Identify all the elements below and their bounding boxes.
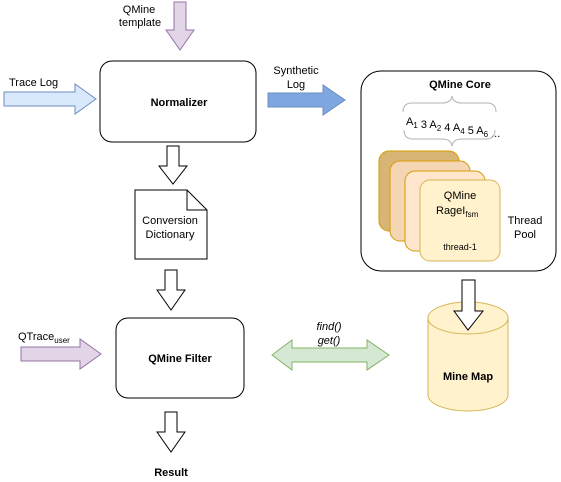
conversion-dictionary-line2: Dictionary bbox=[146, 229, 195, 241]
synthetic-log-arrow bbox=[267, 84, 346, 116]
template-input-arrow bbox=[165, 1, 195, 51]
sequence-token: A bbox=[429, 119, 437, 131]
template-label-line1: QMine bbox=[123, 4, 155, 16]
sequence-token: 3 bbox=[418, 119, 430, 131]
qmine-core-title: QMine Core bbox=[429, 79, 491, 91]
qtrace-arrow bbox=[20, 338, 102, 370]
method-get: get() bbox=[318, 335, 341, 347]
sequence-subscript: 4 bbox=[460, 127, 465, 136]
mine-map-cylinder bbox=[427, 318, 509, 412]
template-label-line2: template bbox=[119, 17, 161, 29]
worker-card-front bbox=[419, 179, 501, 262]
normalizer-label: Normalizer bbox=[151, 97, 209, 109]
trace-log-arrow bbox=[3, 83, 97, 115]
trace-log-label: Trace Log bbox=[9, 77, 58, 89]
sequence-subscript: 2 bbox=[437, 124, 442, 133]
dictionary-down-arrow bbox=[156, 269, 186, 311]
sequence-token: A bbox=[406, 116, 414, 128]
conversion-dictionary-line1: Conversion bbox=[142, 215, 198, 227]
mine-map-label: Mine Map bbox=[443, 371, 493, 383]
sequence-subscript: 6 bbox=[484, 130, 489, 139]
bottom-brace bbox=[403, 129, 496, 147]
filter-down-arrow bbox=[156, 411, 186, 453]
qmine-filter-label: QMine Filter bbox=[148, 353, 212, 365]
conversion-dictionary-document bbox=[134, 189, 208, 260]
worker-thread-label: thread-1 bbox=[443, 242, 477, 252]
thread-pool-line2: Pool bbox=[514, 229, 536, 241]
qtrace-label: QTraceuser bbox=[18, 331, 70, 345]
sequence-token: A bbox=[476, 125, 484, 137]
synthetic-log-line1: Synthetic bbox=[273, 65, 319, 77]
synthetic-log-line2: Log bbox=[287, 79, 305, 91]
result-label: Result bbox=[154, 467, 188, 479]
sequence-token: A bbox=[453, 122, 461, 134]
find-get-bidirectional-arrow bbox=[271, 339, 390, 371]
normalizer-box bbox=[99, 60, 257, 143]
qmine-filter-box bbox=[115, 317, 245, 399]
activity-sequence: A1 3 A2 4 A4 5 A6 ... bbox=[406, 116, 500, 140]
method-find: find() bbox=[316, 321, 341, 333]
sequence-token: 4 bbox=[441, 122, 453, 134]
worker-line2: RageIfsm bbox=[436, 205, 479, 219]
thread-pool-line1: Thread bbox=[508, 215, 543, 227]
core-to-minemap-arrow bbox=[453, 279, 485, 331]
normalizer-down-arrow bbox=[157, 145, 189, 185]
sequence-token: 5 bbox=[465, 125, 477, 137]
sequence-subscript: 1 bbox=[413, 121, 418, 130]
top-brace bbox=[402, 95, 497, 113]
worker-line1: QMine bbox=[444, 190, 476, 202]
document-fold bbox=[186, 190, 207, 211]
